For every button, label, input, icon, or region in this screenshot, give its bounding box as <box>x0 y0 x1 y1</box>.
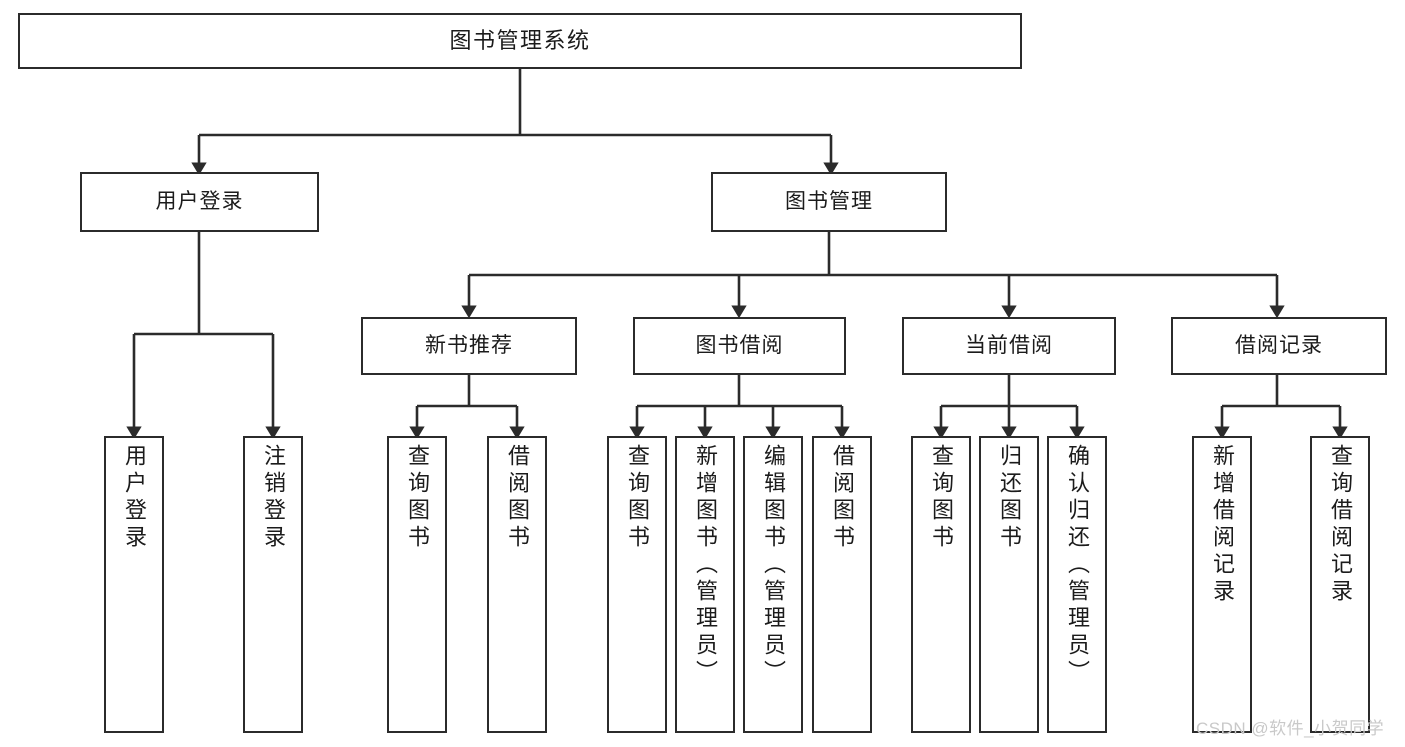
node-leaf-add-book-label: 新增图书（管理员） <box>693 444 718 687</box>
node-borrow-record-label: 借阅记录 <box>1235 333 1323 357</box>
node-leaf-query-borrow-record[interactable]: 查询借阅记录 <box>1310 436 1370 733</box>
node-leaf-add-book[interactable]: 新增图书（管理员） <box>675 436 735 733</box>
node-leaf-borrow-book-2[interactable]: 借阅图书 <box>812 436 872 733</box>
node-leaf-confirm-return-label: 确认归还（管理员） <box>1065 444 1090 687</box>
node-user-login[interactable]: 用户登录 <box>80 172 319 232</box>
node-user-login-label: 用户登录 <box>155 189 244 213</box>
node-current-borrow[interactable]: 当前借阅 <box>902 317 1116 375</box>
node-leaf-query-borrow-record-label: 查询借阅记录 <box>1328 444 1353 606</box>
csdn-watermark: CSDN @软件_小贺同学 <box>1196 719 1385 738</box>
node-book-borrow[interactable]: 图书借阅 <box>633 317 846 375</box>
node-leaf-edit-book-label: 编辑图书（管理员） <box>761 444 786 687</box>
node-leaf-borrow-book-1[interactable]: 借阅图书 <box>487 436 547 733</box>
node-leaf-logout-login-label: 注销登录 <box>261 444 286 552</box>
node-book-borrow-label: 图书借阅 <box>695 333 784 357</box>
node-borrow-record[interactable]: 借阅记录 <box>1171 317 1387 375</box>
node-leaf-add-borrow-record-label: 新增借阅记录 <box>1210 444 1235 606</box>
node-leaf-query-book-1[interactable]: 查询图书 <box>387 436 447 733</box>
node-leaf-query-book-2[interactable]: 查询图书 <box>607 436 667 733</box>
node-leaf-borrow-book-2-label: 借阅图书 <box>830 444 855 552</box>
node-book-management-label: 图书管理 <box>785 189 873 213</box>
node-leaf-confirm-return[interactable]: 确认归还（管理员） <box>1047 436 1107 733</box>
node-leaf-edit-book[interactable]: 编辑图书（管理员） <box>743 436 803 733</box>
node-book-management[interactable]: 图书管理 <box>711 172 947 232</box>
node-root-label: 图书管理系统 <box>449 28 591 54</box>
node-current-borrow-label: 当前借阅 <box>965 333 1053 357</box>
node-leaf-query-book-1-label: 查询图书 <box>405 444 430 552</box>
node-new-book-recommend-label: 新书推荐 <box>425 333 513 357</box>
node-leaf-query-book-2-label: 查询图书 <box>625 444 650 552</box>
node-leaf-return-book-label: 归还图书 <box>997 444 1022 552</box>
node-new-book-recommend[interactable]: 新书推荐 <box>361 317 577 375</box>
node-leaf-borrow-book-1-label: 借阅图书 <box>505 444 530 552</box>
node-root-book-management-system[interactable]: 图书管理系统 <box>18 13 1022 69</box>
node-leaf-user-login[interactable]: 用户登录 <box>104 436 164 733</box>
node-leaf-query-book-3-label: 查询图书 <box>929 444 954 552</box>
node-leaf-query-book-3[interactable]: 查询图书 <box>911 436 971 733</box>
node-leaf-add-borrow-record[interactable]: 新增借阅记录 <box>1192 436 1252 733</box>
node-leaf-user-login-label: 用户登录 <box>122 444 147 552</box>
node-leaf-logout-login[interactable]: 注销登录 <box>243 436 303 733</box>
node-leaf-return-book[interactable]: 归还图书 <box>979 436 1039 733</box>
